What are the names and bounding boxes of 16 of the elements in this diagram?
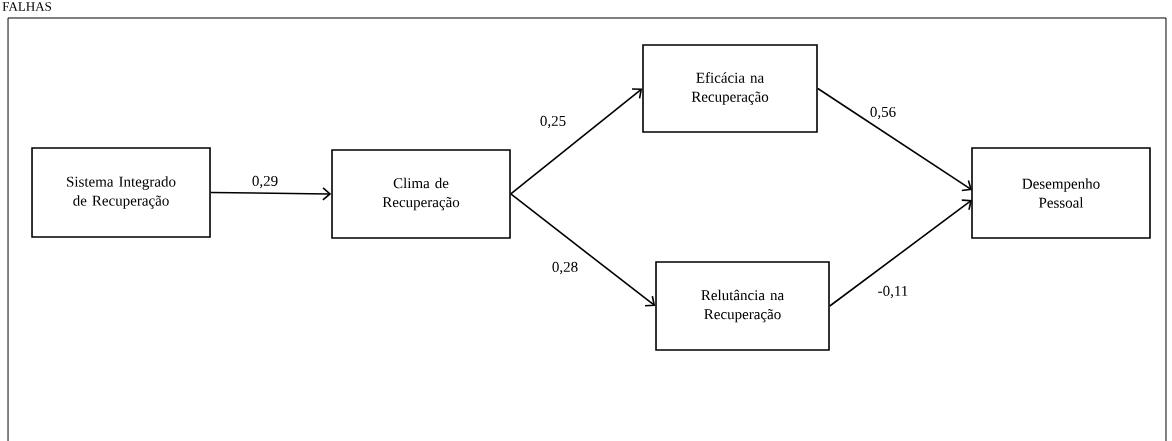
arrow — [817, 87, 972, 192]
edge-label: 0,25 — [538, 114, 568, 130]
box: Eficácia na Recuperação — [642, 44, 818, 133]
heading: FALHAS — [2, 2, 51, 11]
edge-label: 0,28 — [550, 260, 580, 276]
arrow — [510, 88, 643, 195]
box: Sistema Integrado de Recuperação — [31, 147, 211, 238]
box: Relutância na Recuperação — [655, 261, 830, 351]
arrow — [210, 187, 332, 201]
edge-label: 0,29 — [250, 174, 280, 190]
arrow — [829, 199, 972, 307]
arrow — [510, 193, 656, 307]
box: Clima de Recuperação — [331, 149, 511, 239]
edge-label: 0,56 — [868, 105, 898, 121]
box: Desempenho Pessoal — [971, 147, 1151, 239]
edge-label: -0,11 — [876, 284, 910, 300]
